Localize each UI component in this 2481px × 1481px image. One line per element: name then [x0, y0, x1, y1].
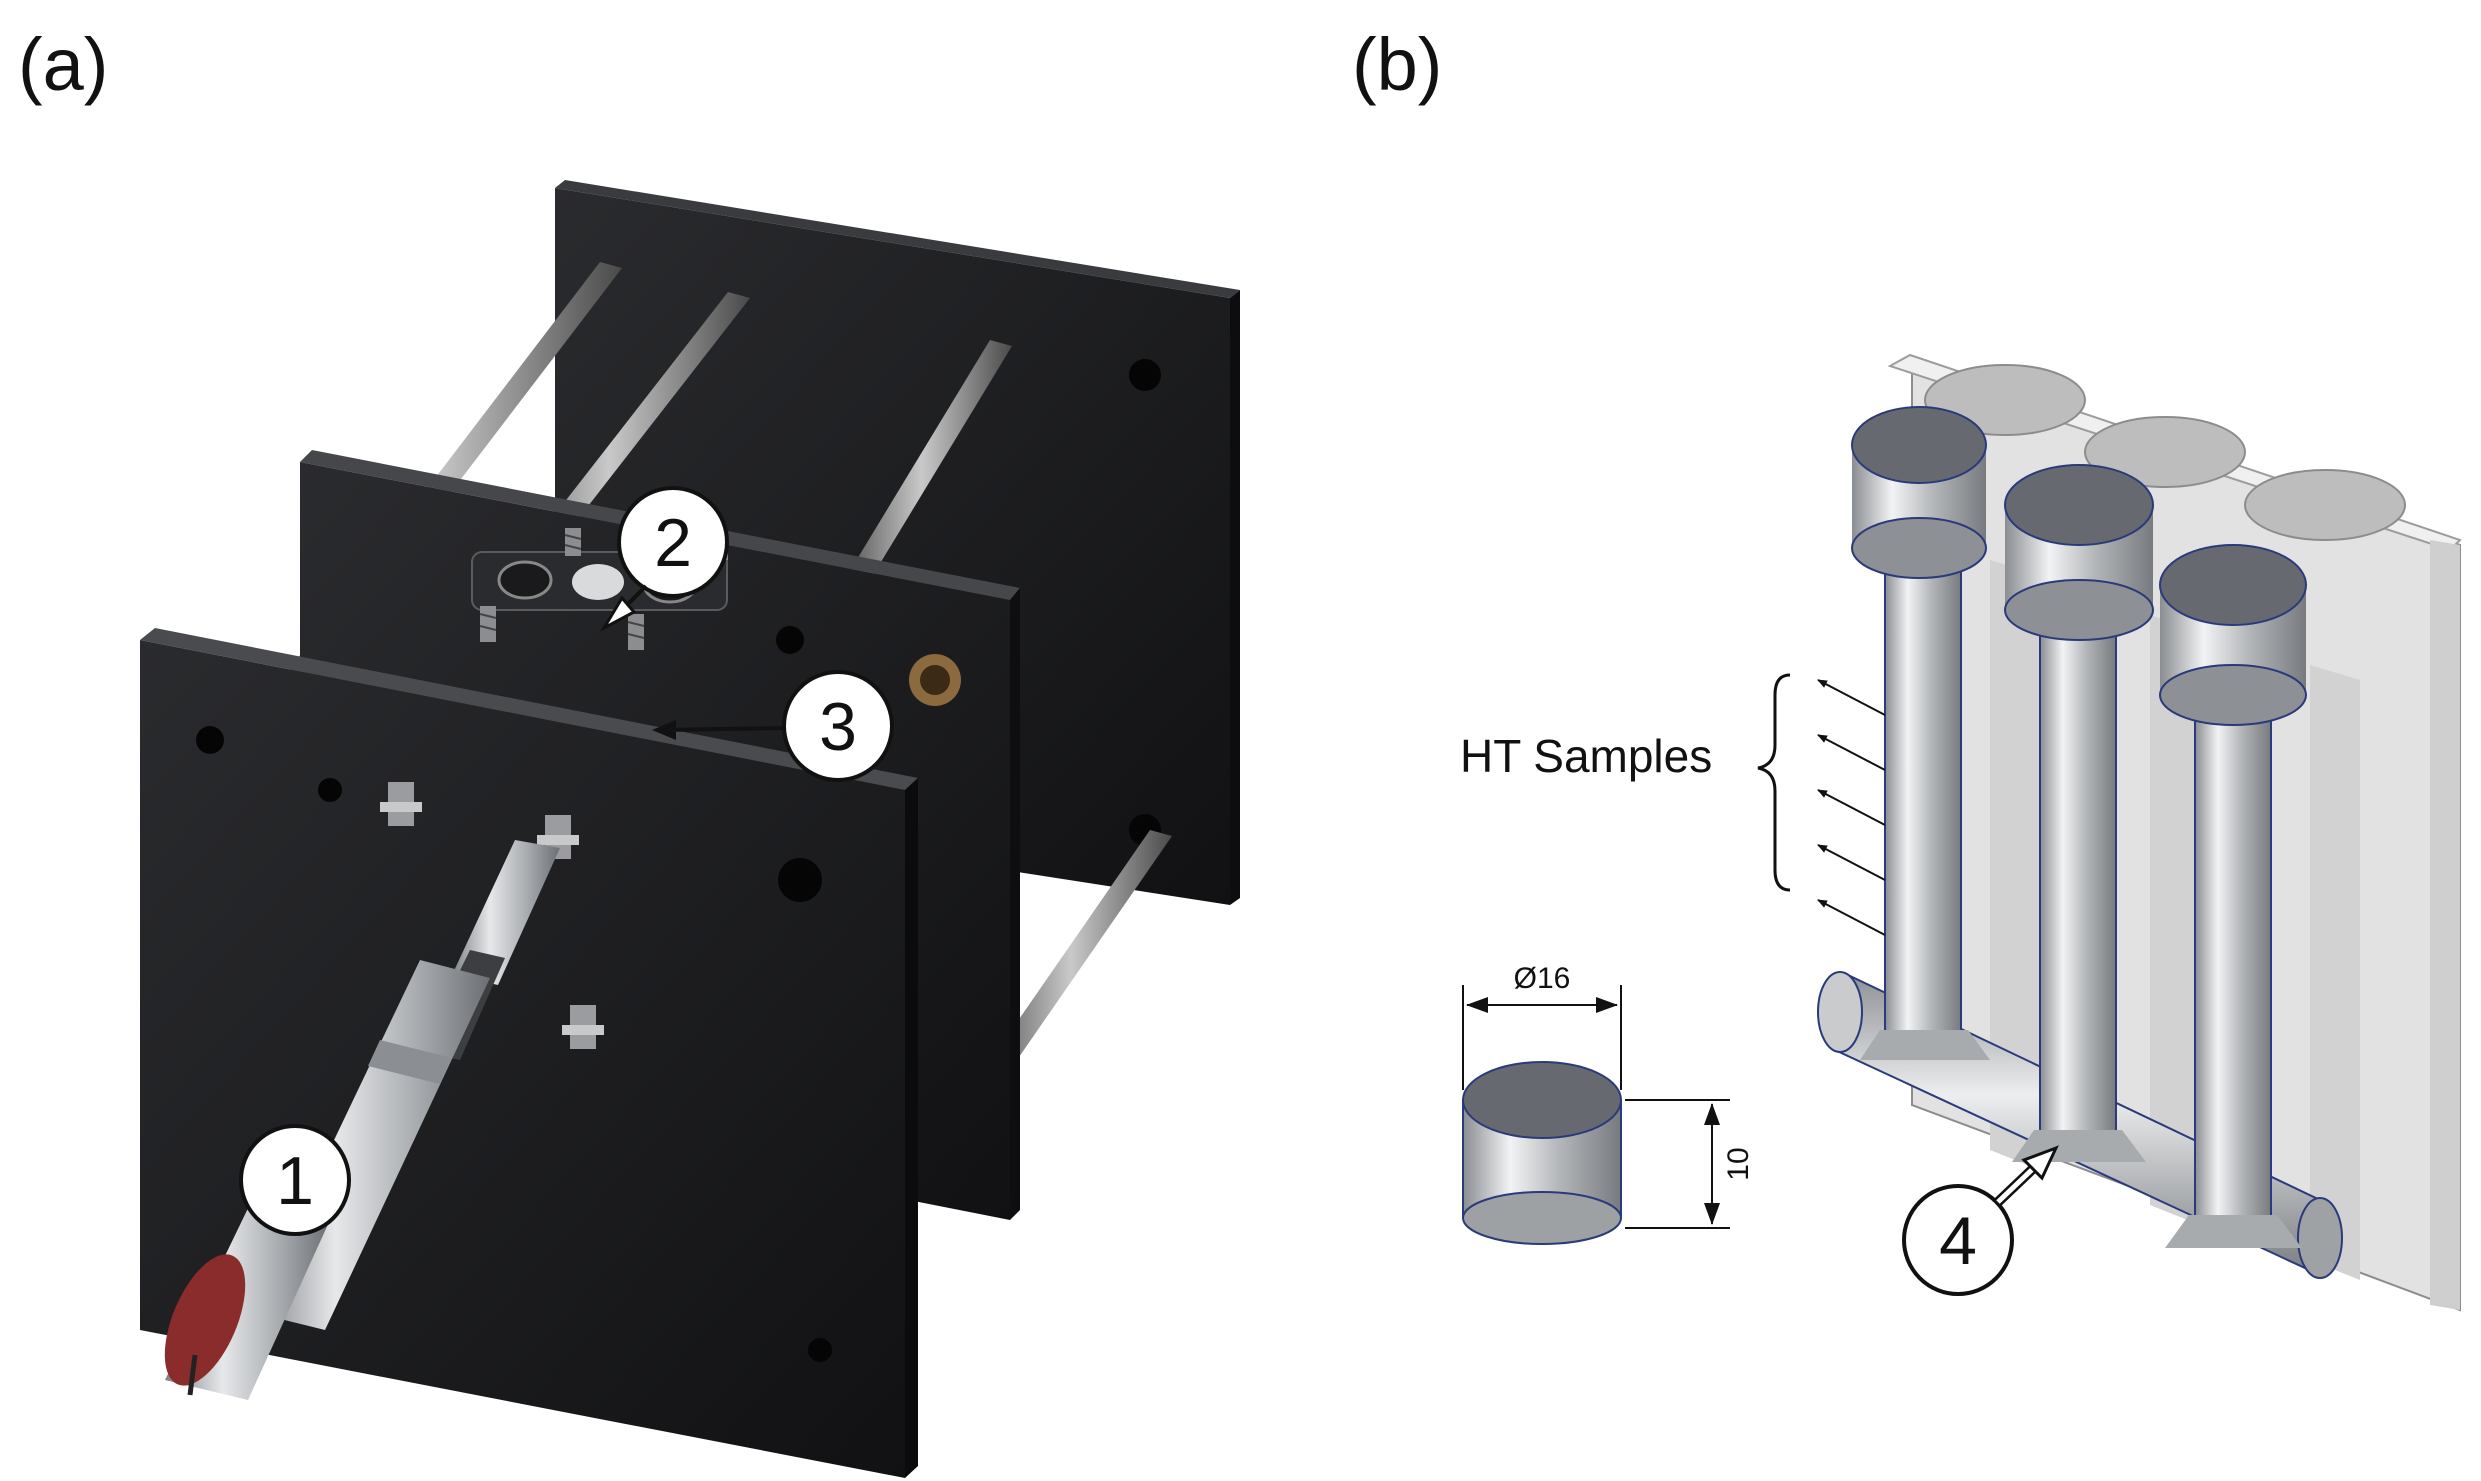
callout-1: 1: [239, 1124, 351, 1236]
panel-label-a: (a): [18, 23, 109, 106]
cylinder-2: [2004, 464, 2154, 1162]
probe: [164, 840, 560, 1400]
panel-a-apparatus: [140, 180, 1240, 1478]
callout-2-label: 2: [654, 505, 692, 581]
callout-1-label: 1: [276, 1143, 314, 1219]
callout-4-label: 4: [1939, 1203, 1977, 1279]
diameter-dimension: [1462, 985, 1622, 1090]
ht-samples-label: HT Samples: [1460, 730, 1712, 782]
callout-3-label: 3: [819, 689, 857, 765]
callout-3: 3: [652, 670, 894, 782]
ht-samples-bracket: [1757, 673, 1886, 936]
cylinder-1: [1851, 406, 1990, 1060]
callout-2: 2: [599, 486, 729, 632]
callout-4: 4: [1902, 1145, 2059, 1296]
height-dimension: [1625, 1099, 1730, 1229]
panel-label-b: (b): [1352, 23, 1443, 106]
sample-specimen: [1462, 1061, 1622, 1245]
cylinder-3: [2159, 544, 2307, 1248]
height-label: 10: [1722, 1147, 1755, 1180]
panel-b-mold-drawing: HT Samples Ø16 10 4: [1460, 353, 2462, 1312]
diameter-label: Ø16: [1514, 962, 1571, 995]
